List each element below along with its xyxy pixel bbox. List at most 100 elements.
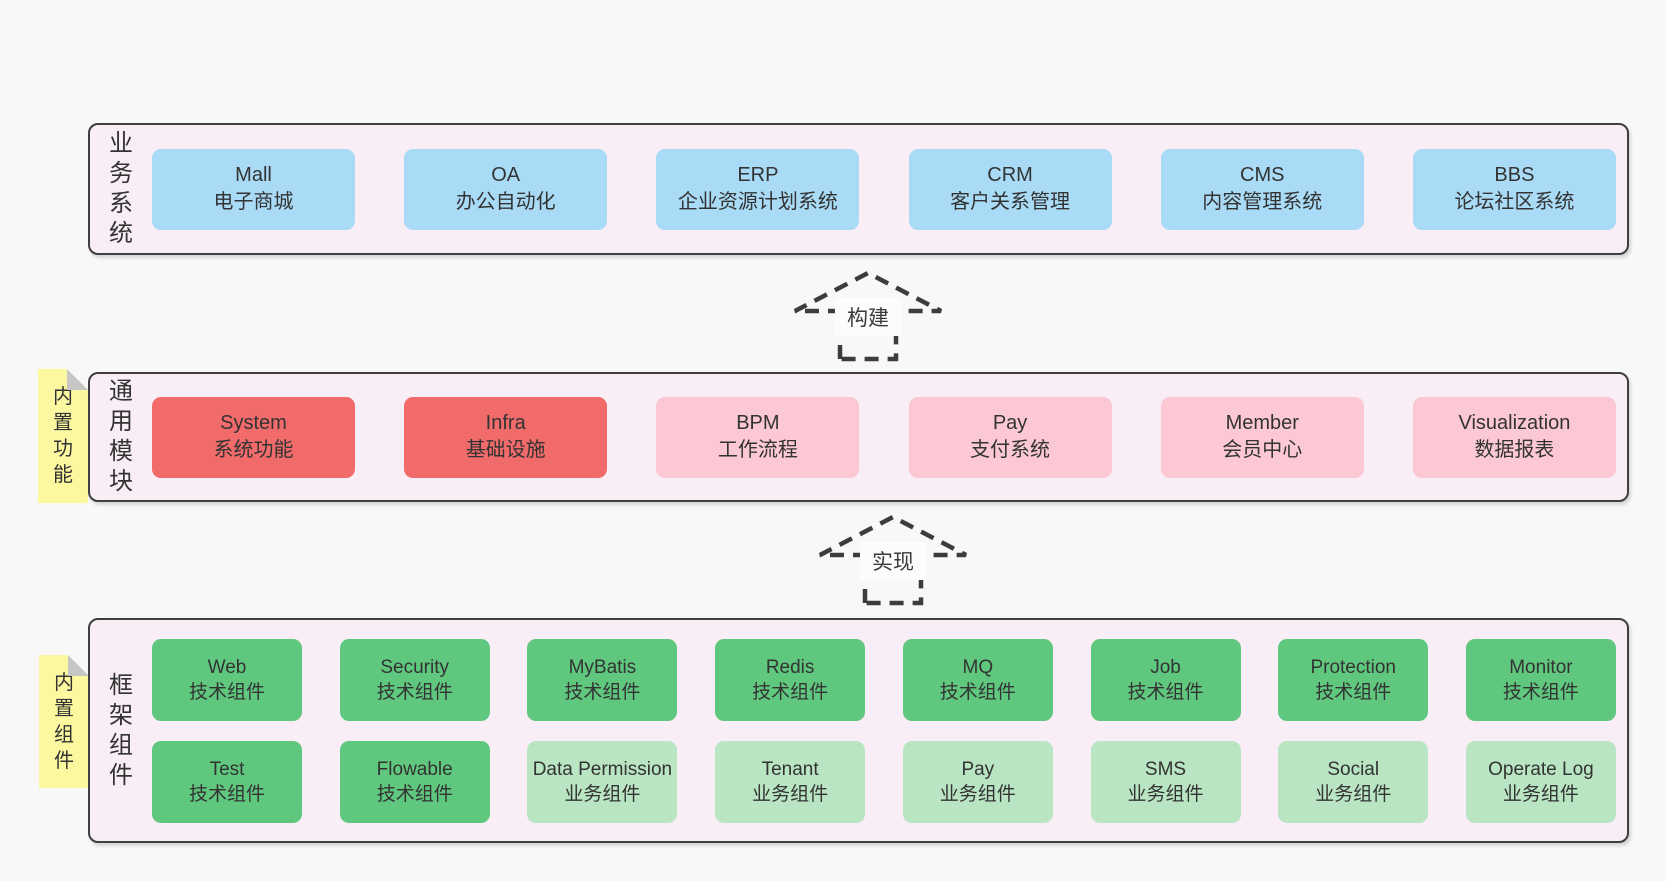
node-subtitle: 技术组件	[376, 681, 453, 703]
node-visualization: Visualization 数据报表	[1412, 396, 1616, 478]
node-title: Protection	[1310, 656, 1396, 678]
node-title: Member	[1225, 412, 1299, 434]
node-subtitle: 技术组件	[188, 681, 265, 703]
node-subtitle: 业务组件	[1502, 783, 1579, 805]
node-subtitle: 论坛社区系统	[1454, 191, 1575, 213]
node-mq: MQ 技术组件	[902, 638, 1053, 721]
node-pay-module: Pay 支付系统	[908, 396, 1112, 478]
node-mall: Mall 电子商城	[152, 148, 355, 230]
node-pay-component: Pay 业务组件	[902, 740, 1053, 823]
sticky-label: 内置功能	[53, 386, 73, 486]
band-framework-components: 框架组件 Web 技术组件 Security 技术组件 MyBatis 技术组件…	[88, 618, 1629, 843]
node-title: OA	[491, 164, 521, 186]
modules-boxes-row: System 系统功能 Infra 基础设施 BPM 工作流程 Pay 支付系统…	[152, 396, 1616, 478]
node-subtitle: 技术组件	[939, 681, 1016, 703]
node-oa: OA 办公自动化	[404, 148, 608, 230]
node-subtitle: 业务组件	[752, 783, 829, 805]
node-title: Operate Log	[1488, 758, 1594, 780]
node-title: CRM	[987, 164, 1033, 186]
node-subtitle: 业务组件	[564, 783, 641, 805]
band-components-label: 框架组件	[109, 671, 133, 789]
band-components-label-column: 框架组件	[90, 671, 152, 791]
node-subtitle: 会员中心	[1222, 439, 1303, 461]
node-title: Redis	[765, 656, 815, 678]
node-title: BBS	[1494, 164, 1535, 186]
node-title: CMS	[1240, 164, 1285, 186]
node-erp: ERP 企业资源计划系统	[656, 148, 860, 230]
node-title: Monitor	[1509, 656, 1573, 678]
node-title: Pay	[992, 412, 1028, 434]
node-flowable: Flowable 技术组件	[339, 740, 490, 823]
node-infra: Infra 基础设施	[404, 396, 608, 478]
up-arrow-icon	[793, 270, 943, 362]
node-subtitle: 业务组件	[1315, 783, 1392, 805]
node-subtitle: 技术组件	[188, 783, 265, 805]
components-row-2: Test 技术组件 Flowable 技术组件 Data Permission …	[152, 740, 1616, 823]
node-security: Security 技术组件	[339, 638, 490, 721]
node-title: Pay	[961, 758, 995, 780]
node-title: Social	[1327, 758, 1380, 780]
node-redis: Redis 技术组件	[715, 638, 866, 721]
band-modules-label-column: 通用模块	[90, 377, 152, 497]
node-subtitle: 系统功能	[213, 439, 294, 461]
build-arrow-label: 构建	[847, 307, 889, 330]
arrow-label-plate	[835, 298, 901, 336]
node-protection: Protection 技术组件	[1278, 638, 1429, 721]
up-arrow-icon	[818, 514, 968, 606]
implement-arrow-label: 实现	[872, 551, 914, 574]
node-title: Job	[1150, 656, 1181, 678]
components-rows: Web 技术组件 Security 技术组件 MyBatis 技术组件 Redi…	[152, 638, 1616, 823]
node-title: Web	[207, 656, 247, 678]
node-social: Social 业务组件	[1278, 740, 1429, 823]
node-subtitle: 业务组件	[1127, 783, 1204, 805]
sticky-built-in-components: 内置组件	[39, 655, 89, 788]
node-test: Test 技术组件	[152, 740, 302, 823]
node-subtitle: 基础设施	[465, 439, 546, 461]
node-title: SMS	[1144, 758, 1187, 780]
node-title: Tenant	[761, 758, 819, 780]
node-system: System 系统功能	[152, 396, 355, 478]
node-subtitle: 业务组件	[939, 783, 1016, 805]
node-title: Test	[209, 758, 245, 780]
node-title: Security	[380, 656, 450, 678]
band-business-systems: 业务系统 Mall 电子商城 OA 办公自动化 ERP 企业资源计划系统 CRM…	[88, 123, 1629, 255]
node-subtitle: 工作流程	[717, 439, 798, 461]
node-cms: CMS 内容管理系统	[1160, 148, 1364, 230]
node-crm: CRM 客户关系管理	[908, 148, 1112, 230]
node-title: Infra	[485, 412, 526, 434]
sticky-label: 内置组件	[54, 671, 74, 772]
node-title: Visualization	[1458, 412, 1571, 434]
node-bpm: BPM 工作流程	[656, 396, 860, 478]
node-title: Flowable	[376, 758, 453, 780]
node-subtitle: 办公自动化	[455, 191, 556, 213]
band-common-modules: 通用模块 System 系统功能 Infra 基础设施 BPM 工作流程 Pay…	[88, 372, 1629, 502]
business-boxes-row: Mall 电子商城 OA 办公自动化 ERP 企业资源计划系统 CRM 客户关系…	[152, 148, 1616, 230]
node-subtitle: 技术组件	[1315, 681, 1392, 703]
node-subtitle: 技术组件	[1502, 681, 1579, 703]
node-tenant: Tenant 业务组件	[715, 740, 866, 823]
node-operate-log: Operate Log 业务组件	[1465, 740, 1616, 823]
sticky-built-in-features: 内置功能	[38, 369, 88, 503]
node-subtitle: 电子商城	[213, 191, 294, 213]
band-modules-label: 通用模块	[109, 378, 133, 495]
node-title: Mall	[235, 164, 272, 186]
node-subtitle: 支付系统	[970, 439, 1051, 461]
build-arrow: 构建	[793, 270, 943, 362]
node-title: Data Permission	[532, 758, 673, 780]
node-title: ERP	[737, 164, 779, 186]
band-business-label-column: 业务系统	[90, 129, 152, 249]
implement-arrow: 实现	[818, 514, 968, 606]
node-subtitle: 数据报表	[1474, 439, 1555, 461]
band-business-label: 业务系统	[109, 130, 133, 247]
node-sms: SMS 业务组件	[1090, 740, 1241, 823]
node-member: Member 会员中心	[1160, 396, 1364, 478]
node-title: MQ	[962, 656, 994, 678]
node-monitor: Monitor 技术组件	[1465, 638, 1616, 721]
arrow-label-plate	[860, 542, 926, 580]
node-subtitle: 技术组件	[1127, 681, 1204, 703]
node-data-permission: Data Permission 业务组件	[527, 740, 678, 823]
node-web: Web 技术组件	[152, 638, 302, 721]
node-subtitle: 企业资源计划系统	[677, 191, 838, 213]
node-subtitle: 客户关系管理	[950, 191, 1071, 213]
